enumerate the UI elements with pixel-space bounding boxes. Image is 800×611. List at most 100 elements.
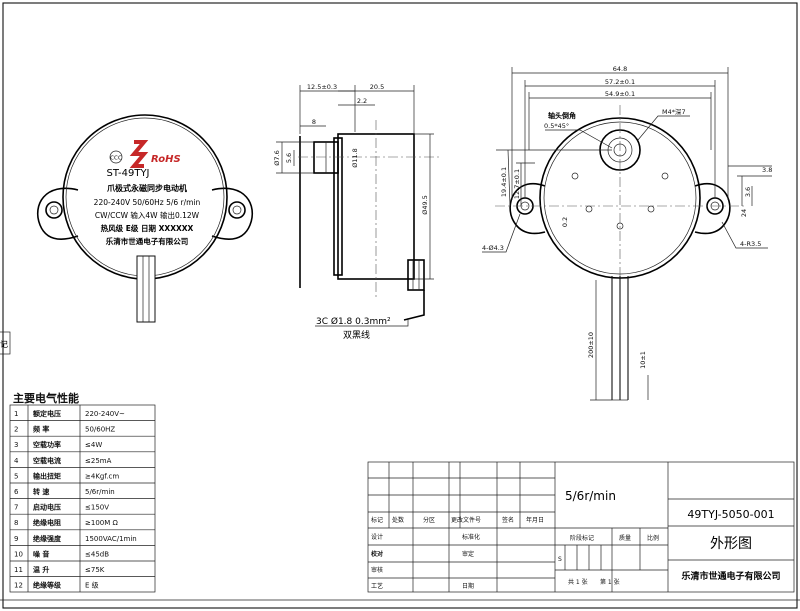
model-text: ST-49TYJ (106, 168, 149, 179)
tb-review: 审定 (462, 550, 474, 558)
tb-audit: 审核 (371, 566, 383, 574)
tb-drawing-no: 49TYJ-5050-001 (687, 508, 774, 521)
spec-row-no: 4 (14, 457, 19, 465)
dim-3-8: 3.8 (762, 166, 772, 174)
spec-row-name: 绝缘等级 (33, 581, 62, 590)
voltage-line: 220-240V 50/60Hz 5/6 r/min (94, 198, 201, 207)
dim-12-5: 12.5±0.3 (307, 83, 337, 91)
dim-200: 200±10 (587, 332, 595, 358)
tb-approve: 日期 (462, 582, 474, 590)
dim-4-r3-5: 4-R3.5 (740, 240, 761, 248)
spec-row-value: 220-240V~ (85, 410, 125, 418)
dim-d11-8: Ø11.8 (351, 148, 359, 168)
spec-row-no: 12 (14, 582, 23, 590)
spec-row-value: ≥100M Ω (85, 519, 118, 527)
spec-row-value: 1500VAC/1min (85, 535, 137, 543)
spec-row-value: E 级 (85, 581, 99, 590)
spec-row-value: ≤4W (85, 441, 102, 449)
dim-m4: M4*深7 (662, 107, 686, 116)
dim-d7-6: Ø7.6 (273, 150, 281, 165)
spec-row-name: 启动电压 (33, 503, 61, 512)
tb-proofread: 校对 (371, 550, 383, 558)
spec-row-no: 2 (14, 426, 18, 434)
spec-row-value: ≤25mA (85, 457, 112, 465)
spec-row-no: 6 (14, 488, 19, 496)
label-company: 乐清市世通电子有限公司 (106, 236, 189, 246)
spec-row-no: 1 (14, 410, 18, 418)
dim-4-d4-3: 4-Ø4.3 (482, 244, 504, 252)
spec-title: 主要电气性能 (13, 391, 79, 405)
class-line: 热风级 E级 日期 XXXXXX (101, 223, 194, 233)
tb-speed: 5/6r/min (565, 489, 616, 503)
dim-5-6: 5.6 (285, 153, 293, 163)
spec-row-name: 噪 音 (33, 549, 49, 558)
rohs-text: RoHS (151, 154, 181, 165)
side-view: 12.5±0.3 20.5 2.2 8 Ø7.6 5.6 Ø11.8 Ø49.5… (273, 83, 440, 341)
tb-scale: 比例 (647, 534, 659, 542)
spec-row-name: 绝缘强度 (33, 534, 62, 543)
spec-row-name: 温 升 (33, 565, 49, 574)
dim-54-9: 54.9±0.1 (605, 90, 635, 98)
title-block: 5/6r/min 49TYJ-5050-001 外形图 乐清市世通电子有限公司 … (367, 461, 795, 593)
tb-hdr-count: 处数 (392, 516, 404, 524)
motor-name: 爪极式永磁同步电动机 (107, 183, 187, 193)
dim-2-2: 2.2 (357, 97, 367, 105)
tb-hdr-sign: 签名 (502, 516, 514, 524)
spec-row-no: 7 (14, 504, 18, 512)
spec-row-name: 频 率 (33, 425, 49, 434)
dim-24: 24 (740, 209, 748, 217)
dim-d49-5: Ø49.5 (421, 195, 429, 215)
spec-row-value: 50/60HZ (85, 426, 115, 434)
spec-row-no: 11 (14, 566, 23, 574)
tb-company: 乐清市世通电子有限公司 (681, 570, 780, 582)
spec-row-value: ≤45dB (85, 550, 109, 558)
spec-row-name: 额定电压 (32, 409, 61, 418)
front-view: 64.8 57.2±0.1 54.9±0.1 M4*深7 轴头倒角 0.5*45… (482, 65, 772, 401)
tb-stage-s: S (558, 556, 562, 563)
dim-12-7: 12.7±0.1 (513, 169, 521, 199)
dim-0-2: 0.2 (561, 217, 569, 227)
spec-row-value: ≤150V (85, 504, 109, 512)
tb-hdr-zone: 分区 (423, 516, 435, 524)
tb-hdr-docno: 更改文件号 (451, 516, 481, 524)
spec-row-name: 转 速 (33, 487, 49, 496)
dim-8: 8 (312, 118, 316, 126)
spec-row-name: 输出扭矩 (33, 471, 61, 480)
dim-19-4: 19.4±0.1 (500, 167, 508, 197)
power-line: CW/CCW 输入4W 输出0.12W (95, 210, 200, 220)
dim-3-6: 3.6 (744, 187, 752, 197)
chamfer-title: 轴头倒角 (548, 111, 576, 120)
wire-desc: 双黑线 (343, 329, 370, 341)
tb-stage: 阶段标记 (570, 534, 594, 542)
tb-weight: 质量 (619, 534, 631, 542)
tb-drawing-name: 外形图 (710, 536, 752, 552)
dim-20-5: 20.5 (370, 83, 384, 91)
spec-row-no: 8 (14, 519, 18, 527)
dim-10: 10±1 (639, 351, 647, 369)
dim-64-8: 64.8 (613, 65, 627, 73)
tb-hdr-date: 年月日 (526, 516, 544, 524)
spec-row-value: ≤75K (85, 566, 105, 574)
tb-design: 设计 (371, 533, 383, 541)
tb-sheet: 第 1 张 (600, 578, 620, 586)
spec-row-no: 3 (14, 441, 18, 449)
tb-standardize: 标准化 (462, 533, 480, 541)
left-marker: 记 (0, 331, 11, 355)
motor-label-view: CCC RoHS ST-49TYJ 爪极式永磁同步电动机 220-240V 50… (36, 114, 254, 323)
spec-row-name: 绝缘电阻 (33, 518, 61, 527)
spec-row-value: 5/6r/min (85, 488, 115, 496)
tb-process: 工艺 (371, 582, 383, 590)
svg-text:CCC: CCC (110, 156, 122, 162)
dim-57-2: 57.2±0.1 (605, 78, 635, 86)
spec-row-no: 5 (14, 472, 18, 480)
tb-hdr-mark: 标记 (371, 516, 383, 524)
spec-row-name: 空载功率 (33, 440, 61, 449)
tb-total: 共 1 张 (568, 578, 588, 586)
spec-row-value: ≥4Kgf.cm (85, 472, 119, 480)
spec-table: 主要电气性能 1 额定电压 220-240V~ 2 频 率 50/60HZ 3 空载功率 ≤4W… (9, 391, 156, 593)
chamfer-value: 0.5*45° (544, 122, 569, 130)
spec-row-name: 空载电流 (33, 456, 61, 465)
left-marker-text: 记 (0, 340, 8, 349)
wire-spec: 3C Ø1.8 0.3mm² (316, 316, 391, 327)
